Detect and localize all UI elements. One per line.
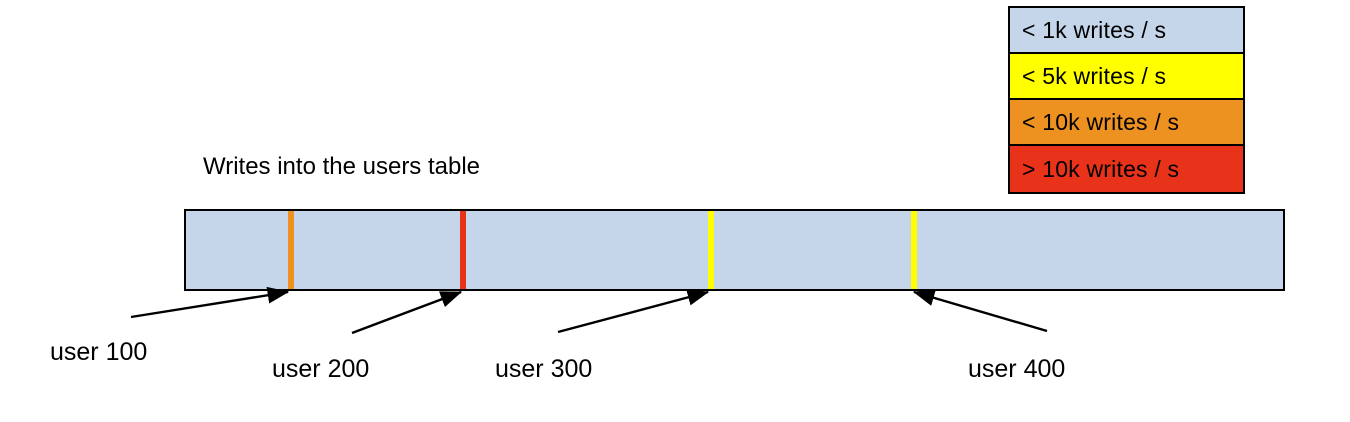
legend-row-lt-10k: < 10k writes / s	[1010, 100, 1243, 146]
user-400-arrow	[912, 289, 1048, 333]
legend-label-lt-5k: < 5k writes / s	[1022, 62, 1167, 89]
user-100-stripe	[288, 211, 294, 289]
user-400-stripe	[911, 211, 917, 289]
user-400-label: user 400	[968, 355, 1066, 383]
users-table-bar	[184, 209, 1285, 291]
legend-row-lt-1k: < 1k writes / s	[1010, 8, 1243, 54]
user-200-stripe	[460, 211, 466, 289]
legend: < 1k writes / s < 5k writes / s < 10k wr…	[1008, 6, 1245, 194]
user-200-label: user 200	[272, 355, 370, 383]
user-100-label: user 100	[50, 338, 148, 366]
user-300-label: user 300	[495, 355, 593, 383]
legend-label-gt-10k: > 10k writes / s	[1022, 155, 1180, 182]
user-200-arrow	[351, 290, 463, 335]
legend-row-gt-10k: > 10k writes / s	[1010, 146, 1243, 192]
user-300-arrow	[557, 289, 710, 334]
user-300-stripe	[708, 211, 714, 289]
legend-row-lt-5k: < 5k writes / s	[1010, 54, 1243, 100]
user-100-arrow	[130, 286, 290, 319]
chart-title: Writes into the users table	[203, 153, 481, 180]
legend-label-lt-1k: < 1k writes / s	[1022, 16, 1167, 43]
legend-label-lt-10k: < 10k writes / s	[1022, 108, 1180, 135]
